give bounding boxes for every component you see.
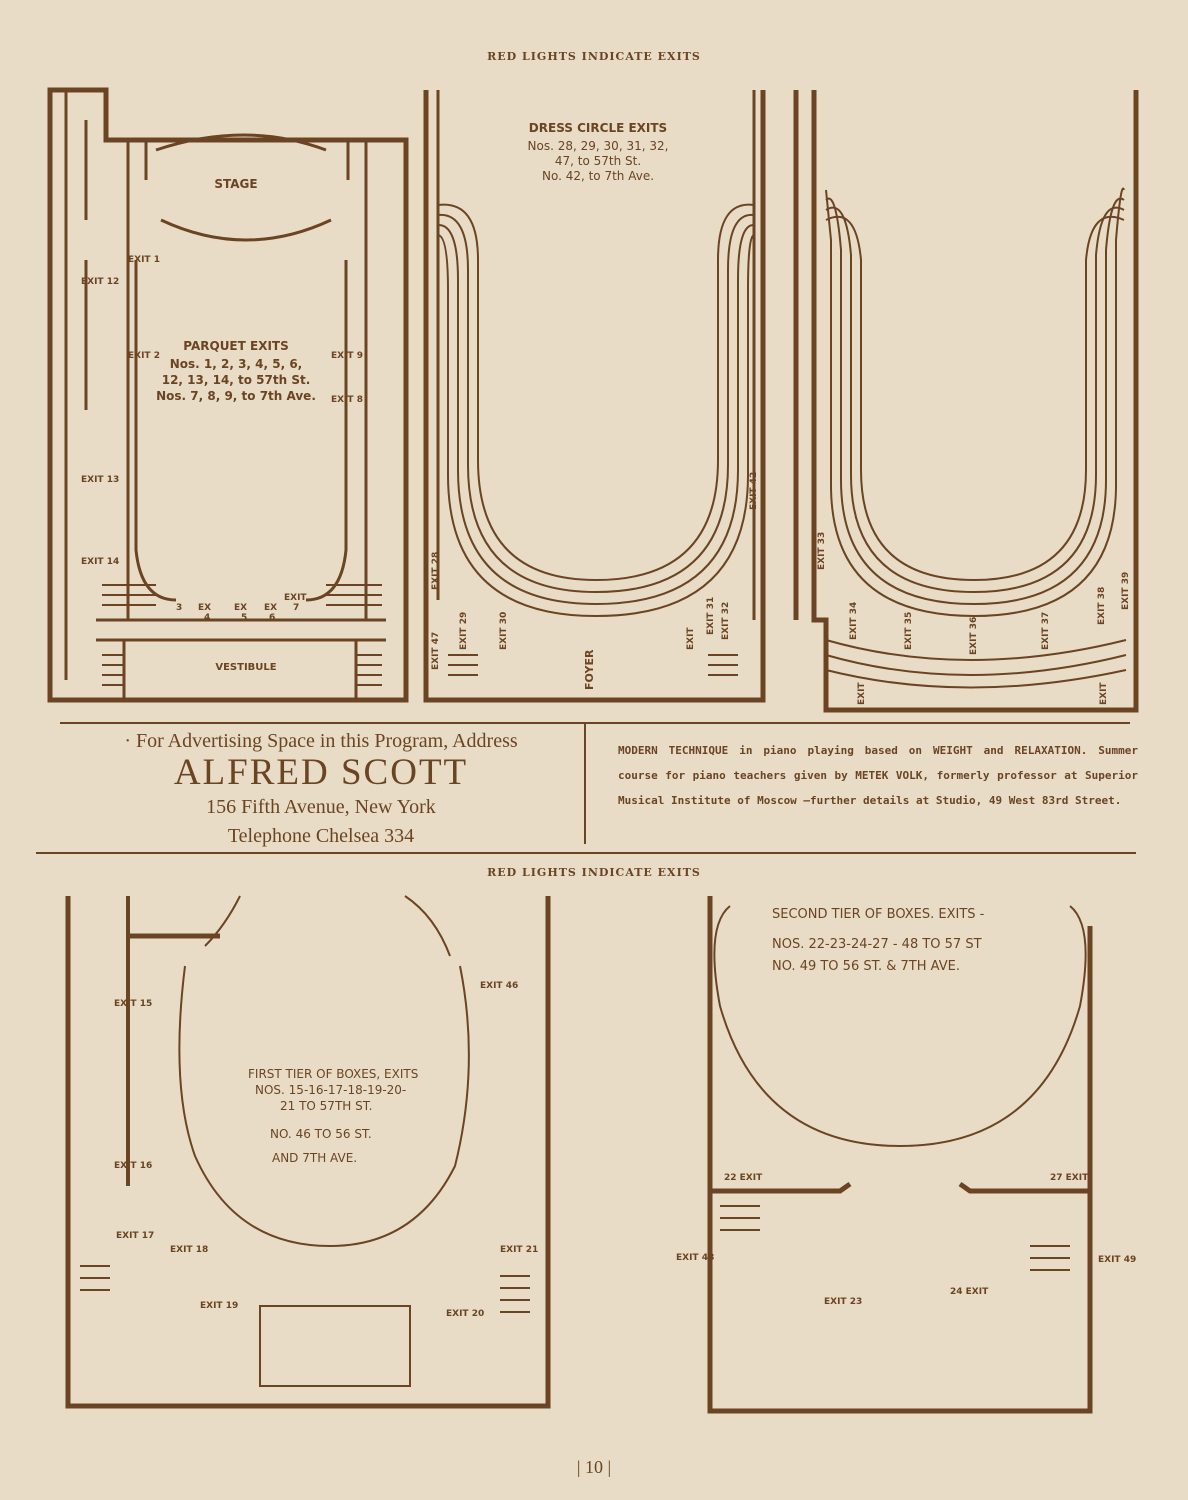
ex-label-a: EX: [198, 603, 211, 613]
exit-38-label: EXIT 38: [1097, 587, 1107, 625]
header-red-lights-top: RED LIGHTS INDICATE EXITS: [487, 50, 701, 63]
exit-42-label: EXIT 42: [749, 472, 759, 510]
stage-label: STAGE: [214, 177, 257, 191]
ad-top-rule: [60, 722, 1130, 724]
exit-49-label: EXIT 49: [1098, 1255, 1136, 1265]
page-number: | 10 |: [576, 1457, 612, 1477]
first-tier-floor-plan: FIRST TIER OF BOXES, EXITS NOS. 15-16-17…: [65, 895, 551, 1409]
dress-circle-line1: Nos. 28, 29, 30, 31, 32,: [528, 139, 669, 153]
ex-label-b: EX: [234, 603, 247, 613]
exit-34-label: EXIT 34: [849, 602, 859, 640]
exit-22-label: 22 EXIT: [724, 1173, 763, 1183]
dress-circle-title: DRESS CIRCLE EXITS: [529, 121, 667, 135]
advertising-space-ad: · For Advertising Space in this Program,…: [60, 730, 582, 851]
vestibule-label: VESTIBULE: [215, 662, 276, 673]
second-tier-floor-plan: SECOND TIER OF BOXES. EXITS - NOS. 22-23…: [676, 896, 1136, 1414]
exit-9-label: EXIT 9: [331, 351, 363, 361]
ad-bottom-rule: [36, 852, 1136, 854]
exit-18-label: EXIT 18: [170, 1245, 208, 1255]
first-tier-line1: NOS. 15-16-17-18-19-20-: [255, 1083, 406, 1097]
exit-17-label: EXIT 17: [116, 1231, 154, 1241]
exit-33-label: EXIT 33: [817, 532, 827, 570]
exit-39-label: EXIT 39: [1121, 572, 1131, 610]
exit-47-label: EXIT 47: [431, 632, 441, 670]
exit-16-label: EXIT 16: [114, 1161, 152, 1171]
parquet-title: PARQUET EXITS: [183, 339, 288, 353]
exit-5-label: 5: [241, 613, 247, 623]
exit-27-label: 27 EXIT: [1050, 1173, 1089, 1183]
foyer-label: FOYER: [583, 649, 596, 690]
second-tier-line2: NO. 49 TO 56 ST. & 7TH AVE.: [772, 959, 960, 974]
header-red-lights-mid: RED LIGHTS INDICATE EXITS: [487, 866, 701, 879]
exit-8-label: EXIT 8: [331, 395, 363, 405]
exit-24-label: 24 EXIT: [950, 1287, 989, 1297]
exit-46-label: EXIT 46: [480, 981, 518, 991]
ad-left-name: ALFRED SCOTT: [173, 752, 469, 793]
ad-left-intro: · For Advertising Space in this Program,…: [124, 730, 518, 752]
second-tier-line1: NOS. 22-23-24-27 - 48 TO 57 ST: [772, 937, 982, 952]
dress-circle-line2: 47, to 57th St.: [555, 154, 641, 168]
dress-circle-floor-plan: DRESS CIRCLE EXITS Nos. 28, 29, 30, 31, …: [423, 90, 766, 703]
exit-37-label: EXIT 37: [1041, 612, 1051, 650]
exit-3-label: 3: [176, 603, 182, 613]
exit-35-label: EXIT 35: [904, 612, 914, 650]
exit-2-label: EXIT 2: [128, 351, 160, 361]
ex-label-c: EX: [264, 603, 277, 613]
exit-15-label: EXIT 15: [114, 999, 152, 1009]
first-tier-title: FIRST TIER OF BOXES, EXITS: [248, 1067, 418, 1081]
parquet-line2: 12, 13, 14, to 57th St.: [162, 373, 311, 387]
ad-divider: [584, 724, 586, 844]
exit-23-label: EXIT 23: [824, 1297, 862, 1307]
exit-19-label: EXIT 19: [200, 1301, 238, 1311]
exit-balcony-left-label: EXIT: [857, 682, 867, 705]
parquet-line1: Nos. 1, 2, 3, 4, 5, 6,: [170, 357, 303, 371]
exit-4-label: 4: [204, 613, 210, 623]
ad-left-address: 156 Fifth Avenue, New York: [206, 796, 436, 818]
exit-7-label: 7: [293, 603, 299, 613]
parquet-floor-plan: STAGE VESTIBULE PARQUET EXITS Nos. 1, 2,…: [47, 87, 409, 703]
parquet-line3: Nos. 7, 8, 9, to 7th Ave.: [156, 389, 316, 403]
exit-32-label: EXIT 32: [721, 602, 731, 640]
exit-misc-label: EXIT: [686, 627, 696, 650]
piano-technique-ad: MODERN TECHNIQUE in piano playing based …: [618, 744, 1138, 807]
dress-circle-line3: No. 42, to 7th Ave.: [542, 169, 654, 183]
exit-12-label: EXIT 12: [81, 277, 119, 287]
exit-6-label: 6: [269, 613, 275, 623]
exit-48-label: EXIT 48: [676, 1253, 714, 1263]
exit-13-label: EXIT 13: [81, 475, 119, 485]
exit-36-label: EXIT 36: [969, 617, 979, 655]
exit-1-label: EXIT 1: [128, 255, 160, 265]
exit-31-label: EXIT 31: [706, 597, 716, 635]
ad-left-phone: Telephone Chelsea 334: [227, 825, 415, 847]
first-tier-line2: 21 TO 57TH ST.: [280, 1099, 372, 1113]
exit-balcony-right-label: EXIT: [1099, 682, 1109, 705]
first-tier-line4: AND 7TH AVE.: [272, 1151, 357, 1165]
exit-label-d: EXIT: [284, 593, 307, 603]
first-tier-line3: NO. 46 TO 56 ST.: [270, 1127, 372, 1141]
exit-30-label: EXIT 30: [499, 612, 509, 650]
balcony-floor-plan: EXIT 33 EXIT 34 EXIT 35 EXIT 36 EXIT 37 …: [793, 90, 1139, 713]
second-tier-title: SECOND TIER OF BOXES. EXITS -: [772, 907, 985, 922]
exit-14-label: EXIT 14: [81, 557, 119, 567]
exit-28-label: EXIT 28: [431, 552, 441, 590]
exit-20-label: EXIT 20: [446, 1309, 484, 1319]
exit-21-label: EXIT 21: [500, 1245, 538, 1255]
exit-29-label: EXIT 29: [459, 612, 469, 650]
